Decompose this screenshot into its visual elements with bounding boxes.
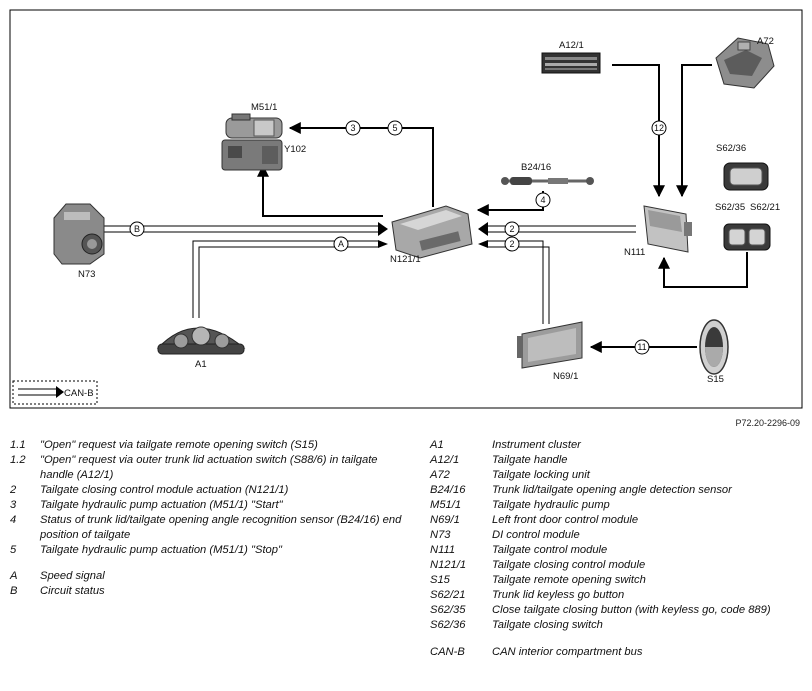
- line-b24-to-n121: [476, 191, 544, 216]
- label-n121-1: N121/1: [390, 254, 421, 265]
- circle-5: 5: [387, 120, 403, 136]
- legend-row: 1.2"Open" request via outer trunk lid ac…: [10, 454, 378, 481]
- circle-2-upper: 2: [504, 221, 520, 237]
- svg-text:A: A: [338, 239, 344, 249]
- line-n121-to-m51: [288, 122, 434, 207]
- label-m51-1: M51/1: [251, 102, 277, 113]
- label-n73: N73: [78, 269, 95, 280]
- label-n69-1: N69/1: [553, 371, 578, 382]
- opening-angle-sensor-b24-16: [501, 177, 594, 185]
- svg-text:4: 4: [540, 195, 545, 205]
- door-control-module-n69-1: [517, 321, 583, 369]
- circle-12: 12: [651, 120, 667, 136]
- instrument-cluster-a1: [156, 326, 246, 355]
- tailgate-handle-a12-1: [541, 52, 601, 74]
- legend-row: 1.1"Open" request via tailgate remote op…: [10, 439, 318, 451]
- tailgate-control-module-n111: [643, 205, 692, 253]
- line-a72-to-n111: [676, 64, 712, 198]
- label-n111: N111: [624, 247, 645, 258]
- circle-11: 11: [634, 339, 650, 355]
- remote-opening-switch-s15: [699, 319, 729, 375]
- closing-switch-s62-36: [723, 162, 769, 191]
- di-control-module-n73: [53, 203, 105, 265]
- svg-text:B: B: [134, 224, 140, 234]
- svg-text:11: 11: [637, 342, 646, 352]
- can-b-key: CAN-B: [12, 380, 98, 405]
- tailgate-locking-unit-a72: [715, 37, 775, 89]
- label-a12-1: A12/1: [559, 40, 584, 51]
- hydraulic-pump-m51-1: [221, 113, 283, 171]
- circle-2-lower: 2: [504, 236, 520, 252]
- keyless-go-buttons-s62-35-s62-21: [723, 223, 771, 251]
- label-a72: A72: [757, 36, 774, 47]
- label-b24-16: B24/16: [521, 162, 551, 173]
- svg-text:12: 12: [654, 123, 664, 133]
- can-b-bus-n69: [478, 240, 550, 324]
- line-n121-to-y102: [257, 164, 383, 217]
- label-s62-35: S62/35: [715, 202, 745, 213]
- circle-a: A: [333, 236, 349, 252]
- circle-b: B: [129, 221, 145, 237]
- svg-text:2: 2: [509, 224, 514, 234]
- diagram-frame: [9, 9, 803, 409]
- label-can-b-key: CAN-B: [64, 388, 94, 399]
- svg-text:2: 2: [509, 239, 514, 249]
- label-a1: A1: [195, 359, 207, 370]
- line-switches-to-n111: [658, 252, 748, 288]
- circle-3: 3: [345, 120, 361, 136]
- circle-4: 4: [535, 192, 551, 208]
- can-b-bus-n111: [478, 222, 636, 236]
- svg-text:3: 3: [350, 123, 355, 133]
- label-s15: S15: [707, 374, 724, 385]
- label-y102: Y102: [284, 144, 306, 155]
- can-b-bus-a: [192, 240, 388, 318]
- can-b-bus-b: [100, 222, 388, 236]
- wiring-diagram: 3 5 12 4 B A 2 2 11 M51/1 Y102: [9, 9, 803, 409]
- label-s62-36: S62/36: [716, 143, 746, 154]
- closing-control-module-n121-1: [391, 205, 473, 259]
- figure-reference: P72.20-2296-09: [735, 418, 800, 428]
- label-s62-21: S62/21: [750, 202, 780, 213]
- legend-signals: 1.1"Open" request via tailgate remote op…: [10, 438, 410, 599]
- line-a12-to-n111: [612, 64, 665, 198]
- svg-text:5: 5: [392, 123, 397, 133]
